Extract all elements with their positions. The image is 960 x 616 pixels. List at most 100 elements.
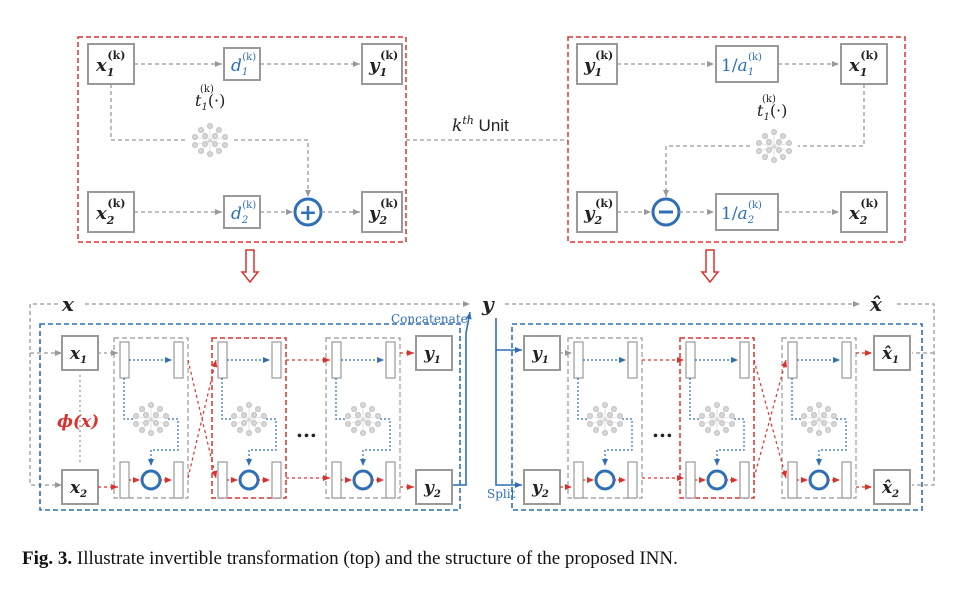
x1-label: x1(k) (95, 49, 125, 79)
inn-diagram: x1(k) d1(k) y1(k) t1(·) (k) x2(k) d2(k) … (29, 36, 935, 511)
feature-slab (217, 341, 228, 379)
out-y2-label: y2 (423, 478, 441, 500)
phi-label: ϕ(x) (57, 412, 99, 432)
feature-slab (385, 461, 396, 499)
in-x1-node (61, 335, 99, 371)
network-icon (586, 401, 624, 437)
out-y2-node (415, 469, 453, 505)
feature-slab (271, 341, 282, 379)
out-y1-label: y1 (423, 344, 441, 366)
figure-caption: Fig. 3. Illustrate invertible transforma… (22, 546, 942, 571)
x2-label: x2(k) (95, 197, 125, 227)
coupling-block-l0 (113, 337, 189, 499)
y2-label: y2(k) (368, 197, 398, 227)
coupling-op-icon (238, 469, 260, 491)
coupling-op-icon (352, 469, 374, 491)
network-icon (132, 401, 170, 437)
inv-t1-label: t1(·) (757, 101, 787, 123)
inv-out-x1-label: x̂1 (881, 344, 899, 366)
inverse-inn-frame (511, 323, 923, 511)
inv-y2-label: y2(k) (583, 197, 613, 227)
feature-slab (173, 461, 184, 499)
feature-slab (685, 341, 696, 379)
feature-slab (385, 341, 396, 379)
coupling-op-icon (140, 469, 162, 491)
feature-slab (271, 461, 282, 499)
caption-text: Illustrate invertible transformation (to… (72, 548, 678, 569)
inv-network-icon (755, 128, 793, 164)
in-x2-label: x2 (69, 478, 87, 500)
d1-label: d1(k) (231, 52, 256, 78)
feature-slab (841, 341, 852, 379)
inv-x2-label: x2(k) (848, 197, 878, 227)
in-x1-label: x1 (69, 344, 87, 366)
x2-node (87, 191, 135, 233)
down-arrow-left-icon (240, 249, 260, 284)
feature-slab (119, 341, 130, 379)
inv-x1-label: x1(k) (848, 49, 878, 79)
coupling-op-icon (706, 469, 728, 491)
coupling-block-l2 (325, 337, 401, 499)
feature-slab (841, 461, 852, 499)
out-y1-node (415, 335, 453, 371)
inv-in-y2-node (523, 469, 561, 505)
d2-label: d2(k) (231, 200, 256, 226)
ellipsis-right: ... (652, 418, 673, 442)
inv-out-x2-label: x̂2 (881, 478, 899, 500)
coupling-frame (679, 337, 755, 499)
coupling-frame (567, 337, 643, 499)
feature-slab (573, 341, 584, 379)
inverse-unit: y1(k) 1/a1(k) x1(k) t1(·) (k) y2(k) 1/a2… (567, 36, 906, 243)
down-arrow-right-icon (700, 249, 720, 284)
feature-slab (331, 341, 342, 379)
inverse-unit-frame (567, 36, 906, 243)
feature-slab (787, 341, 798, 379)
kth-unit-label: kth Unit (452, 114, 509, 136)
coupling-block-l1 (211, 337, 287, 499)
feature-slab (217, 461, 228, 499)
forward-inn: Concatenate x1 x2 ϕ(x) y1 y2 ... (39, 311, 472, 511)
concatenate-label: Concatenate (391, 312, 468, 326)
caption-prefix: Fig. 3. (22, 548, 73, 569)
inv-in-y1-label: y1 (531, 344, 549, 366)
inv-a2-label: 1/a2(k) (721, 200, 762, 226)
feature-slab (739, 341, 750, 379)
ellipsis-left: ... (296, 418, 317, 442)
feature-slab (685, 461, 696, 499)
xhat-label: x̂ (869, 292, 883, 316)
y2-node (361, 191, 403, 233)
forward-unit: x1(k) d1(k) y1(k) t1(·) (k) x2(k) d2(k) … (77, 36, 407, 243)
inv-out-x2-node (873, 469, 911, 505)
feature-slab (627, 341, 638, 379)
inv-out-x1-node (873, 335, 911, 371)
y1-label: y1(k) (368, 49, 398, 79)
x-input-label: x (61, 292, 75, 316)
coupling-frame (211, 337, 287, 499)
in-x2-node (61, 469, 99, 505)
inverse-inn: Split y1 y2 x̂1 x̂2 ... (487, 318, 923, 511)
coupling-op-icon (808, 469, 830, 491)
feature-slab (787, 461, 798, 499)
t1-label: t1(·) (195, 91, 225, 113)
coupling-frame (113, 337, 189, 499)
inv-a1-node (715, 45, 779, 83)
inv-x2-node (840, 191, 888, 233)
inv-t1-sup: (k) (762, 94, 776, 105)
y1-node (361, 43, 403, 85)
inv-in-y2-label: y2 (531, 478, 549, 500)
feature-slab (573, 461, 584, 499)
network-icon (191, 122, 229, 158)
inv-x1-node (840, 43, 888, 85)
coupling-frame (325, 337, 401, 499)
coupling-block-r2 (781, 337, 857, 499)
inv-a1-label: 1/a1(k) (721, 52, 762, 78)
feature-slab (739, 461, 750, 499)
inv-y1-label: y1(k) (583, 49, 613, 79)
split-label: Split (487, 487, 516, 501)
network-icon (698, 401, 736, 437)
y-label: y (481, 292, 495, 316)
coupling-frame (781, 337, 857, 499)
feature-slab (627, 461, 638, 499)
network-icon (230, 401, 268, 437)
network-icon (800, 401, 838, 437)
